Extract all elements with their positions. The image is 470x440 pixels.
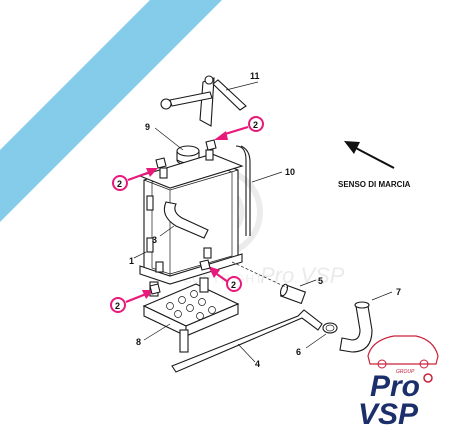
label-part-9: 9 [145,122,150,132]
part-10-hose [235,145,283,236]
part-8-base-plate [142,277,240,353]
label-part-7: 7 [396,287,401,297]
brand-logo: GROUP Pro VSP [358,335,439,431]
highlight-part-2-a: 2 [205,116,264,151]
radiator-studs [155,149,214,273]
part-7-elbow-hose [339,291,393,353]
part-5-sleeve [231,261,317,305]
logo-line-1: Pro [370,370,420,403]
label-part-11: 11 [250,71,260,81]
label-part-2-a: 2 [253,120,258,130]
direction-arrow [344,141,395,169]
highlight-part-2-c: 2 [199,259,242,292]
label-part-5: 5 [318,276,323,286]
part-labels: 11 9 10 3 1 5 7 8 6 4 [129,71,401,369]
highlight-part-2-d: 2 [110,283,161,313]
label-part-8: 8 [136,337,141,347]
label-part-1: 1 [129,256,134,266]
part-4-pipe [171,309,323,373]
ribbon-band [0,0,222,222]
label-part-4: 4 [255,359,260,369]
part-3-internal-hose [159,201,209,239]
part-1-radiator [133,153,244,285]
watermark-brand: Pro VSP [260,263,345,288]
logo-tagline: GROUP [396,369,415,375]
label-part-3: 3 [152,235,157,245]
direction-label: SENSO DI MARCIA [338,180,411,189]
highlight-part-2-b: 2 [112,157,167,191]
part-11-bracket [160,75,259,127]
label-part-6: 6 [296,347,301,357]
label-part-10: 10 [285,167,295,177]
label-part-2-b: 2 [117,179,122,189]
logo-line-2: VSP [358,398,419,431]
part-6-clamp [305,322,338,349]
label-part-2-d: 2 [115,301,120,311]
label-part-2-c: 2 [231,280,236,290]
